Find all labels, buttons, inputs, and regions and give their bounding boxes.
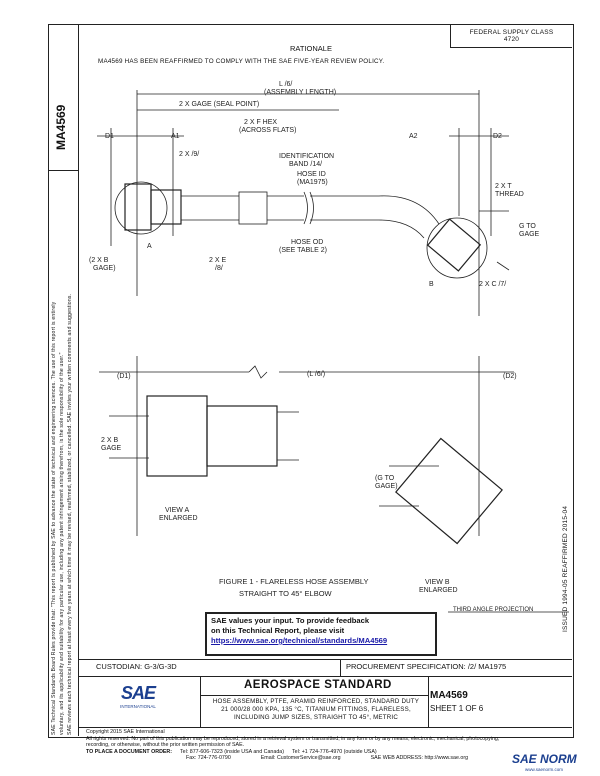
a2-label: A2 [409, 133, 418, 140]
footer: Copyright 2015 SAE International All rig… [86, 729, 566, 762]
hex-sub: (ACROSS FLATS) [239, 127, 296, 134]
view-a-label-2: ENLARGED [159, 515, 198, 522]
watermark-sub: www.saenorm.com [525, 767, 564, 772]
rationale-text: MA4569 HAS BEEN REAFFIRMED TO COMPLY WIT… [98, 58, 385, 65]
fax: Fax: 724-776-0790 [186, 755, 231, 762]
title-block-bottom [79, 727, 572, 728]
title-block-mid [79, 676, 572, 677]
sae-logo: SAE INTERNATIONAL [118, 682, 158, 722]
bottom-g-label-2: GAGE) [375, 483, 398, 490]
fitting-a-circle [114, 181, 168, 235]
xb-gage-label-2: GAGE) [93, 265, 116, 272]
order-row: TO PLACE A DOCUMENT ORDER: Tel: 877-606-… [86, 749, 566, 756]
view-b-label: VIEW B [425, 579, 450, 586]
sheet-number: SHEET 1 OF 6 [430, 704, 484, 713]
figure-subtitle: STRAIGHT TO 45° ELBOW [239, 589, 333, 598]
a1-label: A1 [171, 133, 180, 140]
id-band-label: IDENTIFICATION [279, 153, 334, 160]
bottom-g-label: (G TO [375, 475, 395, 482]
web[interactable]: SAE WEB ADDRESS: http://www.sae.org [370, 755, 469, 762]
bottom-d2-label: (D2) [503, 373, 517, 380]
sidebar-legal-text-1: SAE Technical Standards Board Rules prov… [51, 301, 57, 735]
copyright: Copyright 2015 SAE International [86, 729, 165, 735]
page-frame [48, 24, 574, 738]
description-line-2: 21 000/28 000 KPA, 135 °C, TITANIUM FITT… [221, 706, 411, 713]
feedback-box: SAE values your input. To provide feedba… [205, 612, 437, 656]
sidebar-legal-text-2: voluntary, and its applicability and sui… [59, 352, 65, 735]
bottom-l-label: (L /6/) [307, 371, 325, 378]
sae-logo-sub: INTERNATIONAL [120, 704, 156, 709]
sidebar-divider [78, 24, 79, 736]
rights: All rights reserved. No part of this pub… [86, 735, 500, 742]
order-label: TO PLACE A DOCUMENT ORDER: [86, 748, 173, 755]
standard-number: MA4569 [430, 690, 468, 701]
g-gage-label-2: GAGE [519, 231, 540, 238]
rationale-title: RATIONALE [290, 44, 332, 53]
description-line-1: HOSE ASSEMBLY, PTFE, ARAMID REINFORCED, … [212, 698, 420, 705]
xe-label: 2 X E [209, 257, 226, 264]
view-a-label: VIEW A [165, 507, 189, 514]
l-label: L /6/ [279, 81, 292, 88]
federal-supply-class-box: FEDERAL SUPPLY CLASS 4720 [450, 25, 572, 48]
logo-divider [200, 676, 201, 728]
xb-gage-label: (2 X B [89, 257, 109, 264]
sidebar-doc-box-line [48, 170, 79, 171]
id-band-label-2: BAND /14/ [289, 161, 322, 168]
bottom-d1-label: (D1) [117, 373, 131, 380]
sidebar-legal-text-3: SAE reviews each technical report at lea… [67, 293, 73, 735]
drawing-area: L /6/ (ASSEMBLY LENGTH) 2 X GAGE (SEAL P… [89, 81, 569, 613]
xe-label-2: /8/ [215, 265, 223, 272]
bottom-xb-label-2: GAGE [101, 445, 122, 452]
hex-label: 2 X F HEX [244, 119, 277, 126]
watermark-text: SAE NORM [512, 752, 577, 766]
bottom-xb-label: 2 X B [101, 437, 118, 444]
contact-row: Fax: 724-776-0790 Email: CustomerService… [86, 755, 566, 762]
view-b-label-2: ENLARGED [419, 587, 458, 594]
tel: Tel: 877-606-7323 (inside USA and Canada… [180, 748, 284, 755]
description-line-3: INCLUDING JUMP SIZES, STRAIGHT TO 45°, M… [233, 714, 398, 721]
d2-label: D2 [493, 133, 502, 140]
hose-id-label: HOSE ID [297, 171, 326, 178]
d1-label: D1 [105, 133, 114, 140]
sae-logo-text: SAE [120, 683, 156, 703]
procurement: PROCUREMENT SPECIFICATION: /2/ MA1975 [346, 662, 507, 671]
description: HOSE ASSEMBLY, PTFE, ARAMID REINFORCED, … [212, 698, 420, 722]
thread-label-2: THREAD [495, 191, 524, 198]
hose-od-label: HOSE OD [291, 239, 323, 246]
r9-label: 2 X /9/ [179, 151, 199, 158]
number-divider [428, 676, 429, 728]
feedback-line-2: on this Technical Report, please visit [211, 626, 345, 635]
l-sub: (ASSEMBLY LENGTH) [264, 89, 336, 96]
custodian: CUSTODIAN: G-3/G-3D [96, 662, 177, 671]
rights-2: recording, or otherwise, without the pri… [86, 742, 245, 749]
aerospace-underline [200, 695, 428, 696]
a-label: A [147, 243, 152, 250]
fitting-b-circle [426, 217, 488, 279]
tel-2: Tel: +1 724-776-4970 (outside USA) [291, 748, 377, 755]
title-block-top [79, 659, 572, 660]
email[interactable]: Email: CustomerService@sae.org [260, 755, 341, 762]
b-label: B [429, 281, 434, 288]
figure-title: FIGURE 1 - FLARELESS HOSE ASSEMBLY [219, 577, 369, 586]
fsc-number: 4720 [503, 36, 520, 43]
sidebar-doc-number: MA4569 [54, 104, 68, 150]
thread-label: 2 X T [495, 183, 512, 190]
xc-label: 2 X C /7/ [479, 281, 506, 288]
federal-supply-class: FEDERAL SUPPLY CLASS [469, 29, 554, 36]
feedback-link[interactable]: https://www.sae.org/technical/standards/… [211, 636, 388, 645]
feedback-line-1: SAE values your input. To provide feedba… [211, 616, 370, 625]
watermark: SAE NORM [512, 752, 577, 766]
hose-od-label-2: (SEE TABLE 2) [279, 247, 327, 254]
third-angle-label: THIRD ANGLE PROJECTION [453, 607, 533, 613]
aerospace-standard: AEROSPACE STANDARD [244, 679, 392, 691]
g-gage-label: G TO [519, 223, 536, 230]
gage-label: 2 X GAGE (SEAL POINT) [179, 101, 259, 108]
title-block-split [340, 659, 341, 676]
hose-id-label-2: (MA1975) [297, 179, 328, 186]
